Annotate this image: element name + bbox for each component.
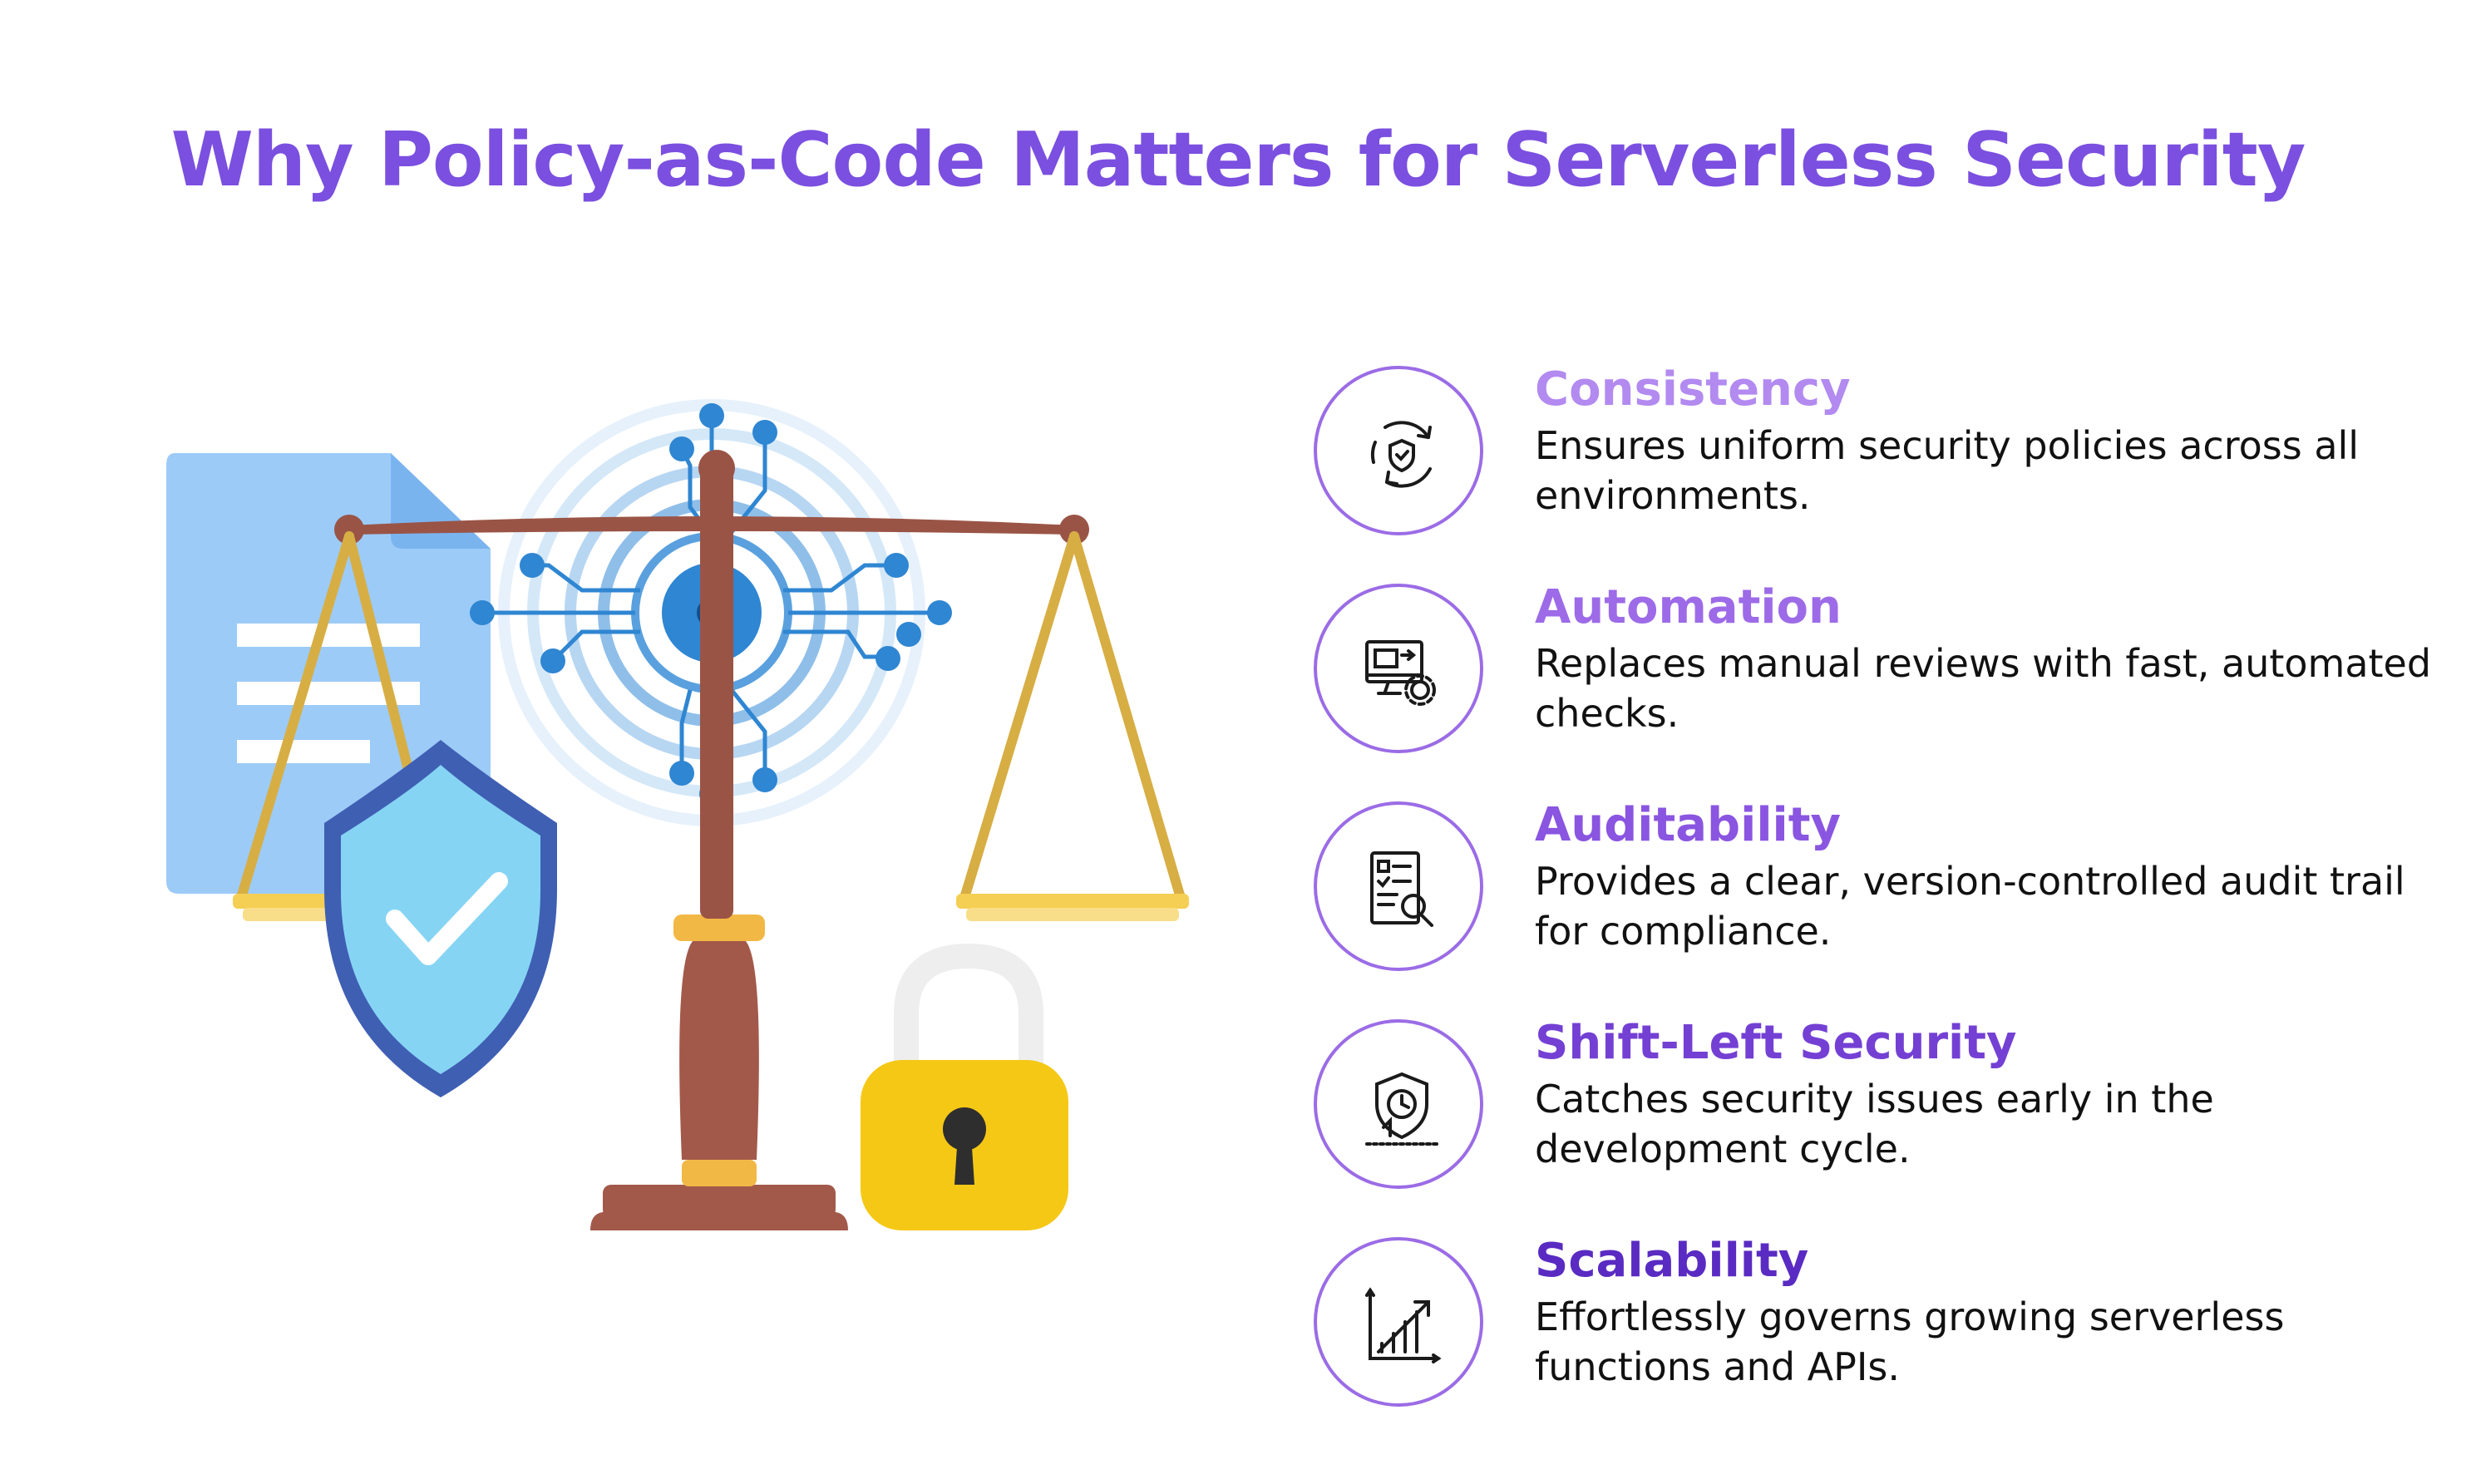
circuit-target-icon bbox=[470, 399, 952, 826]
item-description: Ensures uniform security policies across… bbox=[1535, 423, 2360, 518]
shield-clock-icon bbox=[1365, 1072, 1438, 1146]
growth-chart-icon bbox=[1365, 1287, 1442, 1363]
item-icon-circle bbox=[1314, 584, 1483, 753]
item-heading: Auditability bbox=[1535, 798, 1841, 852]
checklist-magnifier-icon bbox=[1370, 851, 1433, 927]
item-heading: Scalability bbox=[1535, 1234, 1809, 1288]
scales-of-justice-icon bbox=[233, 450, 1189, 1230]
item-icon-circle bbox=[1314, 366, 1483, 535]
list-item-automation: Automation Replaces manual reviews with … bbox=[1314, 580, 2461, 767]
item-heading: Shift-Left Security bbox=[1535, 1016, 2017, 1070]
list-item-shift-left-security: Shift-Left Security Catches security iss… bbox=[1314, 1016, 2461, 1202]
item-description: Effortlessly governs growing serverless … bbox=[1535, 1294, 2285, 1389]
shield-check-icon bbox=[324, 740, 557, 1097]
list-item-auditability: Auditability Provides a clear, version-c… bbox=[1314, 798, 2461, 984]
item-icon-circle bbox=[1314, 801, 1483, 971]
padlock-icon bbox=[861, 943, 1068, 1230]
item-heading: Consistency bbox=[1535, 362, 1851, 417]
item-icon-circle bbox=[1314, 1019, 1483, 1189]
item-description: Replaces manual reviews with fast, autom… bbox=[1535, 641, 2432, 736]
item-icon-circle bbox=[1314, 1237, 1483, 1407]
item-description: Catches security issues early in the dev… bbox=[1535, 1077, 2214, 1171]
page-title: Why Policy-as-Code Matters for Serverles… bbox=[170, 116, 2306, 204]
item-heading: Automation bbox=[1535, 580, 1842, 634]
policy-illustration bbox=[150, 382, 1231, 1264]
list-item-consistency: Consistency Ensures uniform security pol… bbox=[1314, 362, 2461, 549]
monitor-gear-icon bbox=[1365, 640, 1436, 706]
item-description: Provides a clear, version-controlled aud… bbox=[1535, 859, 2405, 954]
cycle-shield-icon bbox=[1370, 421, 1432, 488]
list-item-scalability: Scalability Effortlessly governs growing… bbox=[1314, 1234, 2461, 1420]
